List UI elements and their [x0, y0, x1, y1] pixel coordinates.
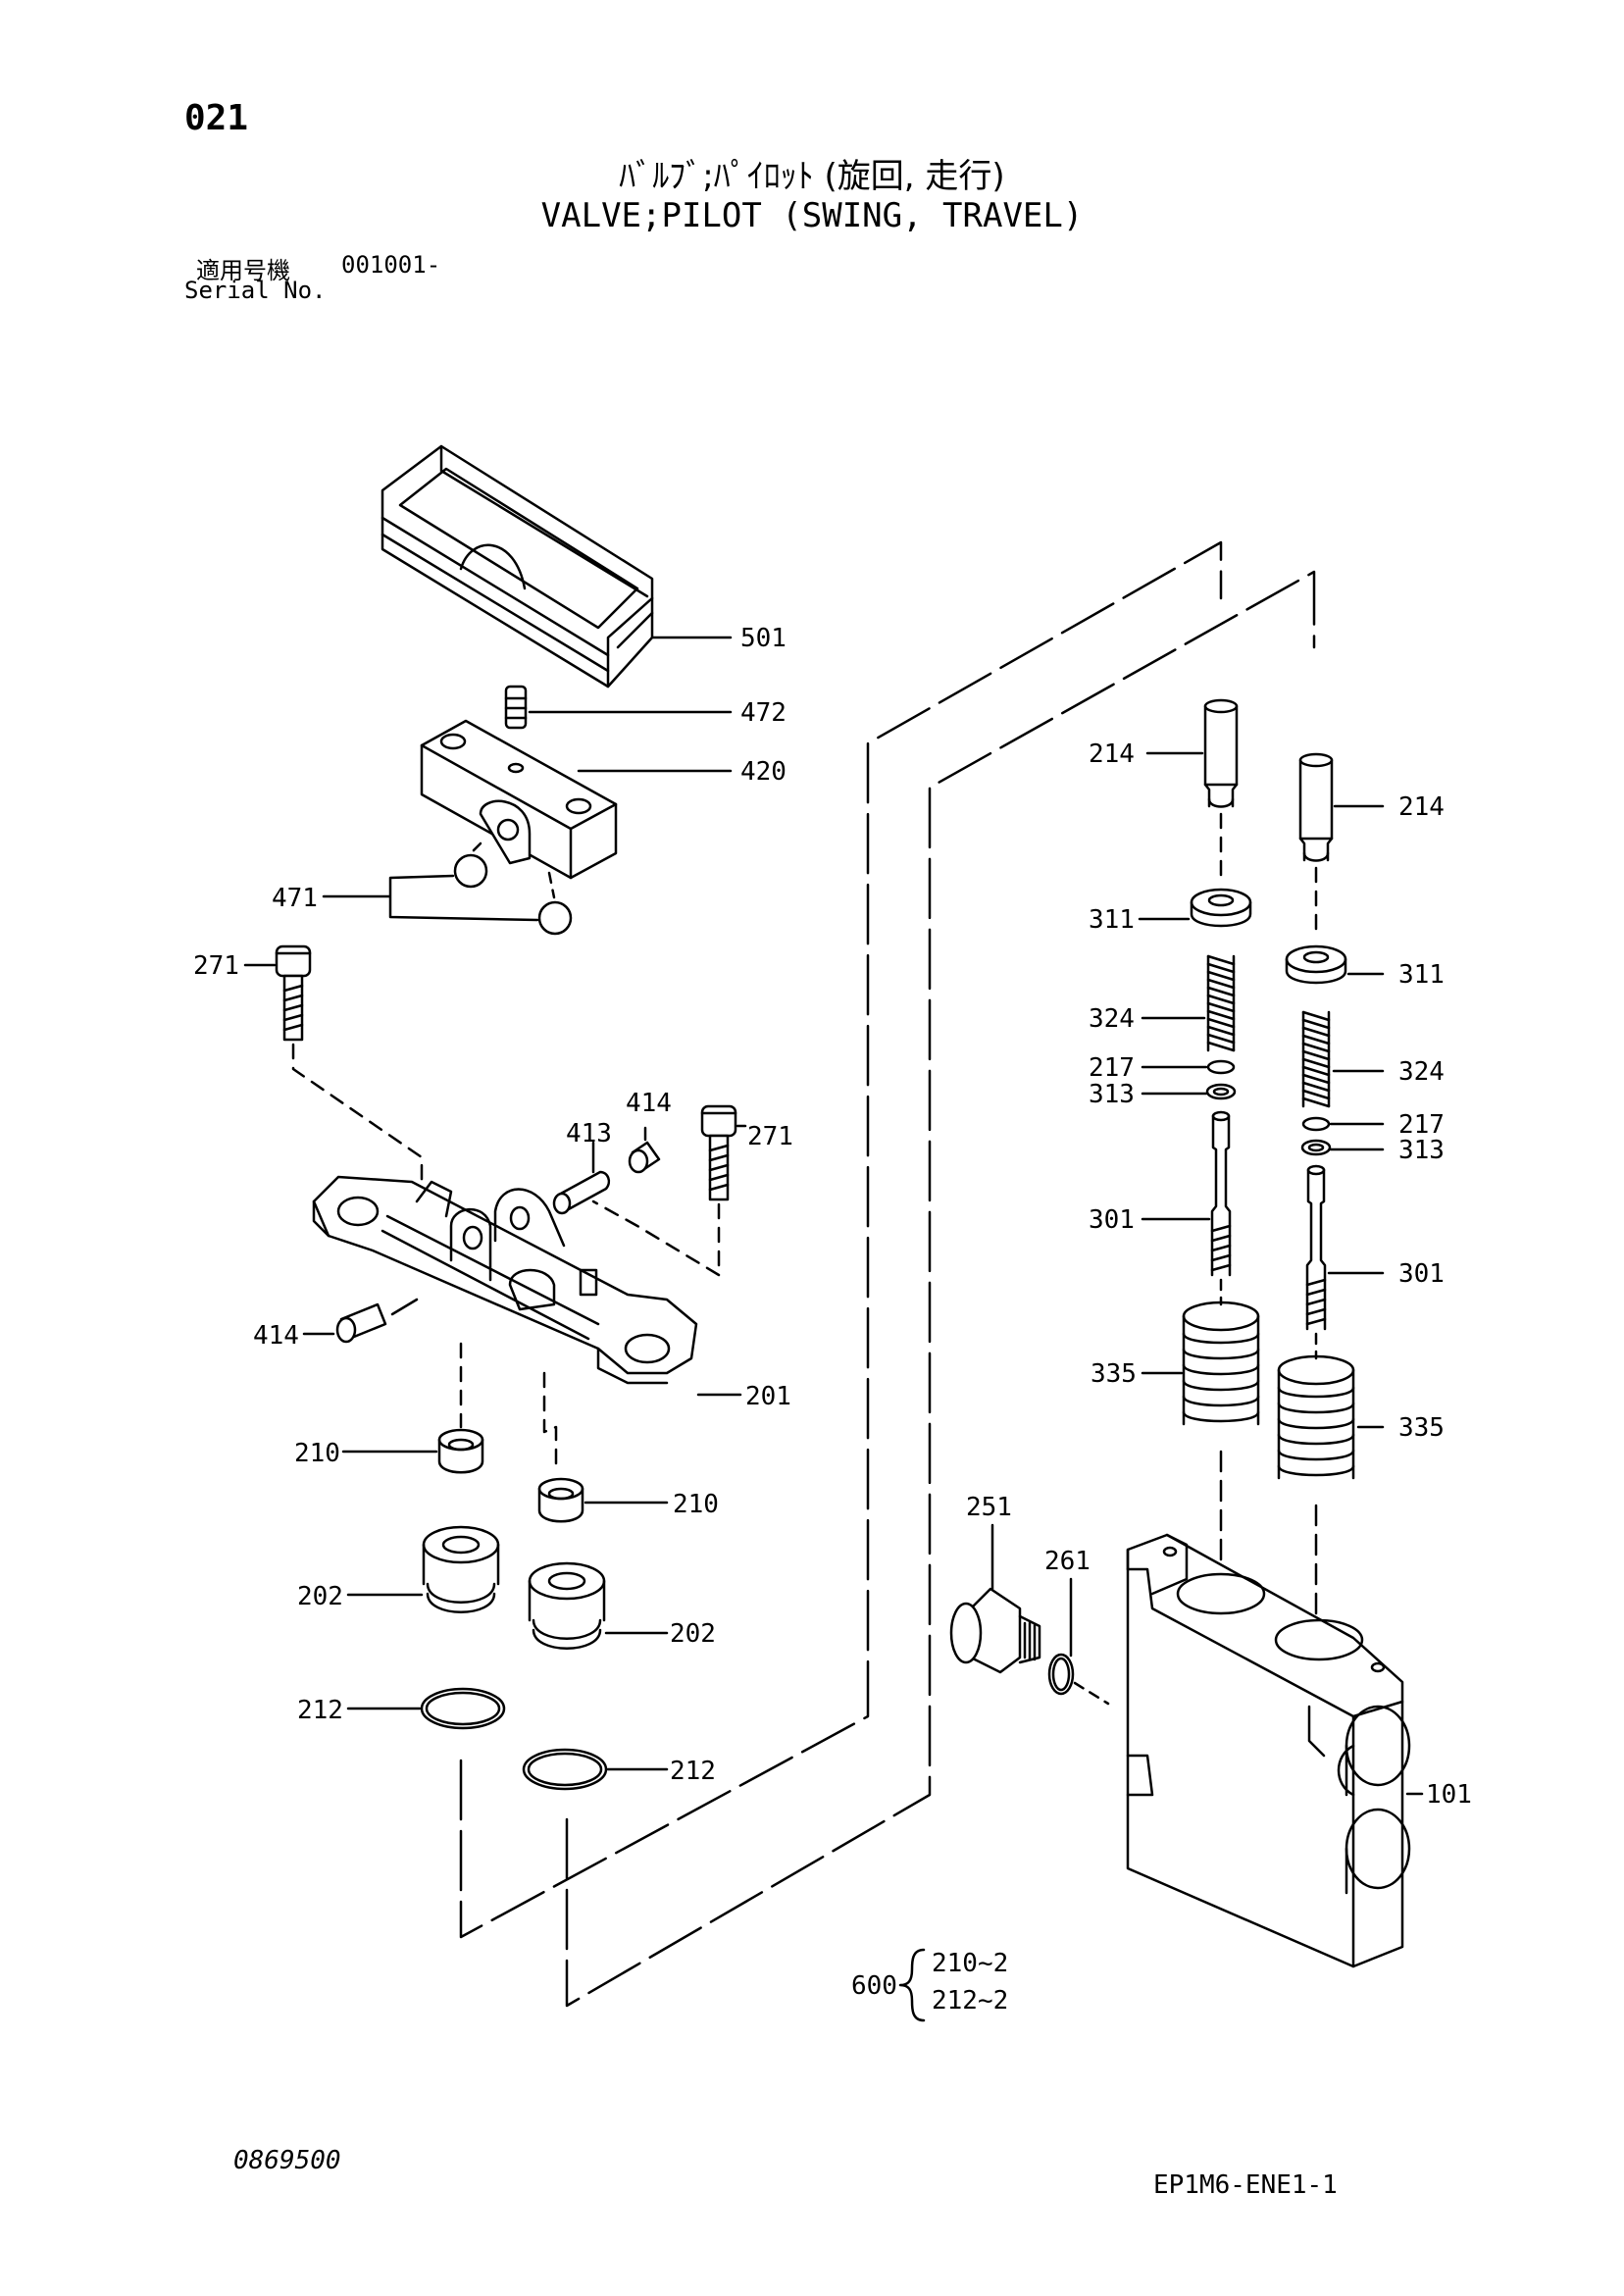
callout-271-left: 271	[193, 951, 239, 981]
callout-324-right: 324	[1398, 1057, 1445, 1087]
part-210-seal-left	[341, 1428, 484, 1474]
part-324-spring-left	[1141, 954, 1236, 1052]
serial-value: 001001-	[341, 251, 441, 279]
callout-324-left: 324	[1089, 1004, 1135, 1034]
part-414-bushing-lower	[302, 1298, 419, 1344]
kit-600-brace	[898, 1948, 926, 2022]
part-313-shim-right	[1300, 1139, 1385, 1156]
part-301-spool-right	[1305, 1164, 1385, 1360]
callout-414-upper: 414	[626, 1089, 672, 1118]
callout-210-left: 210	[294, 1439, 340, 1468]
callout-472: 472	[740, 698, 787, 728]
callout-217-right: 217	[1398, 1110, 1445, 1140]
kit-600-item-1: 210~2	[932, 1949, 1008, 1978]
part-413-pin	[552, 1141, 611, 1215]
callout-217-left: 217	[1089, 1053, 1135, 1083]
document-code: EP1M6-ENE1-1	[1153, 2170, 1338, 2200]
part-212-oring-right	[522, 1748, 669, 1791]
part-335-spring-left	[1141, 1301, 1260, 1620]
page-number: 021	[184, 98, 249, 138]
part-217-washer-right	[1301, 1116, 1385, 1132]
part-101-valve-body	[1126, 1533, 1424, 1968]
callout-212-left: 212	[297, 1696, 343, 1725]
part-311-seat-left	[1138, 888, 1252, 928]
part-501-boot	[381, 444, 733, 689]
part-324-spring-right	[1301, 1010, 1385, 1108]
guide-line-left	[459, 540, 1223, 1939]
callout-202-left: 202	[297, 1582, 343, 1611]
part-471-balls	[322, 842, 573, 936]
part-301-spool-left	[1141, 1110, 1232, 1306]
callout-335-right: 335	[1398, 1413, 1445, 1443]
part-210-seal-right	[537, 1477, 669, 1523]
part-271-screw-left	[243, 944, 424, 1199]
part-214-piston-left	[1145, 698, 1239, 885]
part-214-piston-right	[1298, 752, 1385, 939]
serial-label-english: Serial No.	[184, 277, 327, 304]
callout-311-left: 311	[1089, 905, 1135, 935]
callout-251: 251	[966, 1493, 1012, 1522]
kit-600-number: 600	[851, 1971, 897, 2001]
part-212-oring-left	[346, 1687, 506, 1730]
callout-471: 471	[272, 884, 318, 913]
part-420-plate	[420, 719, 733, 880]
document-number: 0869500	[233, 2146, 341, 2175]
callout-271-right: 271	[747, 1122, 793, 1151]
callout-313-left: 313	[1089, 1080, 1135, 1109]
part-217-washer-left	[1141, 1059, 1236, 1075]
callout-301-left: 301	[1089, 1205, 1135, 1235]
part-271-screw-right	[591, 1104, 747, 1277]
callout-201: 201	[745, 1382, 791, 1411]
part-414-bushing-upper	[628, 1126, 661, 1174]
title-japanese: ﾊﾞﾙﾌﾞ;ﾊﾟｲﾛｯﾄ (旋回, 走行)	[619, 157, 1005, 196]
callout-214-right: 214	[1398, 792, 1445, 822]
callout-214-left: 214	[1089, 740, 1135, 769]
serial-label-japanese: 適用号機	[196, 257, 290, 284]
callout-501: 501	[740, 624, 787, 653]
callout-420: 420	[740, 757, 787, 787]
part-202-plug-right	[528, 1561, 669, 1650]
callout-413: 413	[566, 1119, 612, 1148]
callout-261: 261	[1044, 1547, 1091, 1576]
part-472-screw	[504, 685, 733, 730]
callout-212-right: 212	[670, 1757, 716, 1786]
callout-313-right: 313	[1398, 1136, 1445, 1165]
callout-301-right: 301	[1398, 1259, 1445, 1289]
callout-101: 101	[1426, 1780, 1472, 1810]
guide-line-right	[565, 570, 1316, 2008]
part-201-cover	[312, 1175, 742, 1397]
callout-202-right: 202	[670, 1619, 716, 1649]
part-313-shim-left	[1141, 1083, 1237, 1100]
part-251-plug	[949, 1523, 1041, 1674]
callout-414-lower: 414	[253, 1321, 299, 1351]
callout-210-right: 210	[673, 1490, 719, 1519]
callout-335-left: 335	[1091, 1359, 1137, 1389]
part-202-plug-left	[346, 1525, 500, 1613]
callout-311-right: 311	[1398, 960, 1445, 990]
part-261-oring	[1047, 1577, 1110, 1706]
part-311-seat-right	[1285, 944, 1385, 985]
kit-600-item-2: 212~2	[932, 1986, 1008, 2015]
title-english: VALVE;PILOT (SWING, TRAVEL)	[540, 196, 1084, 235]
